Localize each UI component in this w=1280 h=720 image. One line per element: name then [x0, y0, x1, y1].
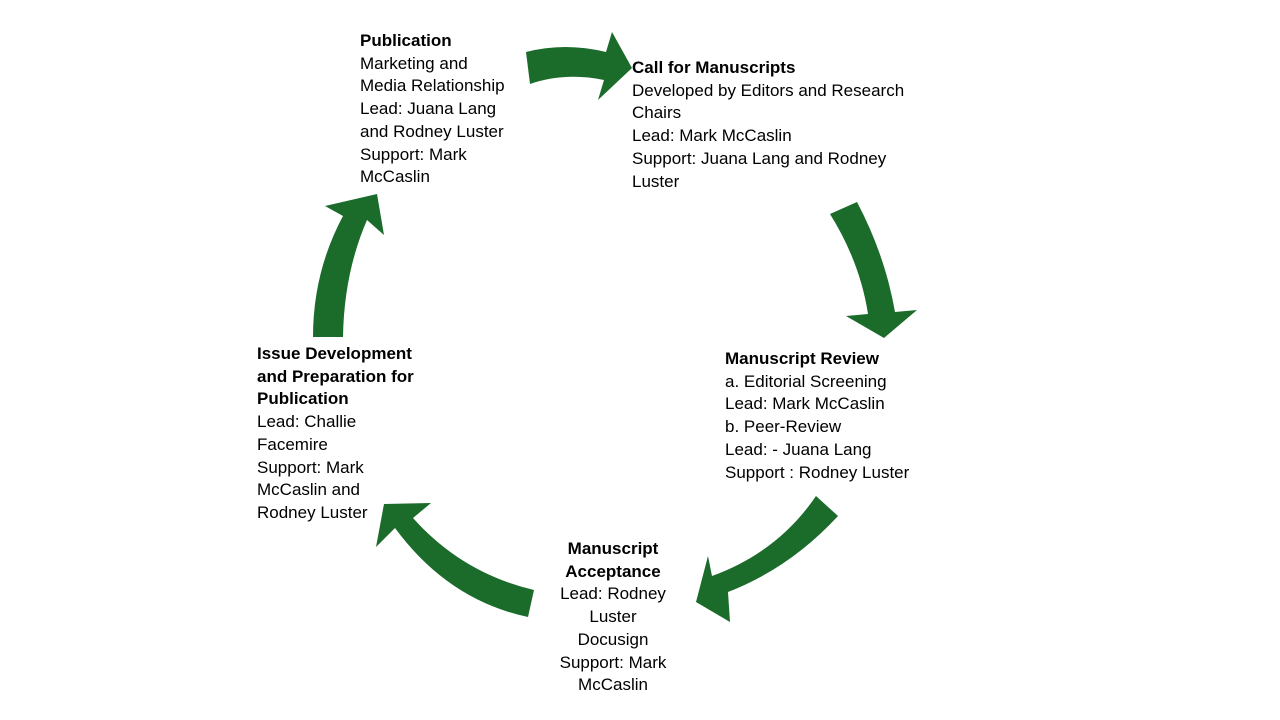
step-line: Media Relationship	[360, 76, 505, 96]
step-title: and Preparation for	[257, 366, 414, 386]
step-title: Issue Development	[257, 344, 412, 363]
arrow-issue-to-publication	[313, 194, 384, 337]
step-line: Rodney Luster	[257, 502, 368, 522]
step-title: Manuscript	[567, 539, 659, 558]
step-line: Lead: Mark McCaslin	[632, 126, 792, 146]
step-title: Acceptance	[565, 561, 661, 581]
step-line: Lead: Mark McCaslin	[725, 394, 885, 414]
step-line: McCaslin and	[257, 480, 360, 500]
step-publication: Publication Marketing and Media Relation…	[360, 30, 535, 189]
step-manuscript-acceptance: Manuscript Acceptance Lead: Rodney Luste…	[548, 538, 678, 697]
step-title: Manuscript Review	[725, 349, 879, 368]
step-line: Support: Juana Lang and Rodney	[632, 148, 887, 168]
step-line: Docusign	[577, 629, 649, 649]
step-line: Support: Mark	[257, 457, 364, 477]
step-line: Luster	[632, 171, 680, 191]
step-line: Lead: Rodney	[560, 584, 666, 604]
step-line: Developed by Editors and Research	[632, 80, 905, 100]
step-line: McCaslin	[578, 675, 648, 695]
step-title: Publication	[257, 389, 349, 409]
arrow-publication-to-call	[526, 32, 632, 100]
arrow-review-to-acceptance	[696, 496, 838, 622]
step-call-for-manuscripts: Call for Manuscripts Developed by Editor…	[632, 57, 932, 193]
arrow-acceptance-to-issue	[376, 503, 534, 617]
step-title: Call for Manuscripts	[632, 58, 796, 77]
step-line: Support: Mark	[360, 144, 467, 164]
step-title: Publication	[360, 31, 452, 50]
arrow-call-to-review	[830, 202, 917, 338]
step-line: Lead: Juana Lang	[360, 99, 497, 119]
step-line: Marketing and	[360, 53, 468, 73]
step-line: Lead: Challie	[257, 412, 357, 432]
step-line: Lead: - Juana Lang	[725, 439, 872, 459]
step-line: and Rodney Luster	[360, 121, 504, 141]
step-line: a. Editorial Screening	[725, 371, 887, 391]
step-issue-development: Issue Development and Preparation for Pu…	[257, 343, 437, 525]
step-line: Luster	[589, 607, 637, 627]
step-line: Facemire	[257, 434, 328, 454]
step-line: Chairs	[632, 103, 682, 123]
step-manuscript-review: Manuscript Review a. Editorial Screening…	[725, 348, 945, 484]
step-line: Support: Mark	[559, 652, 667, 672]
step-line: Support : Rodney Luster	[725, 462, 910, 482]
step-line: McCaslin	[360, 167, 430, 187]
step-line: b. Peer-Review	[725, 417, 842, 437]
